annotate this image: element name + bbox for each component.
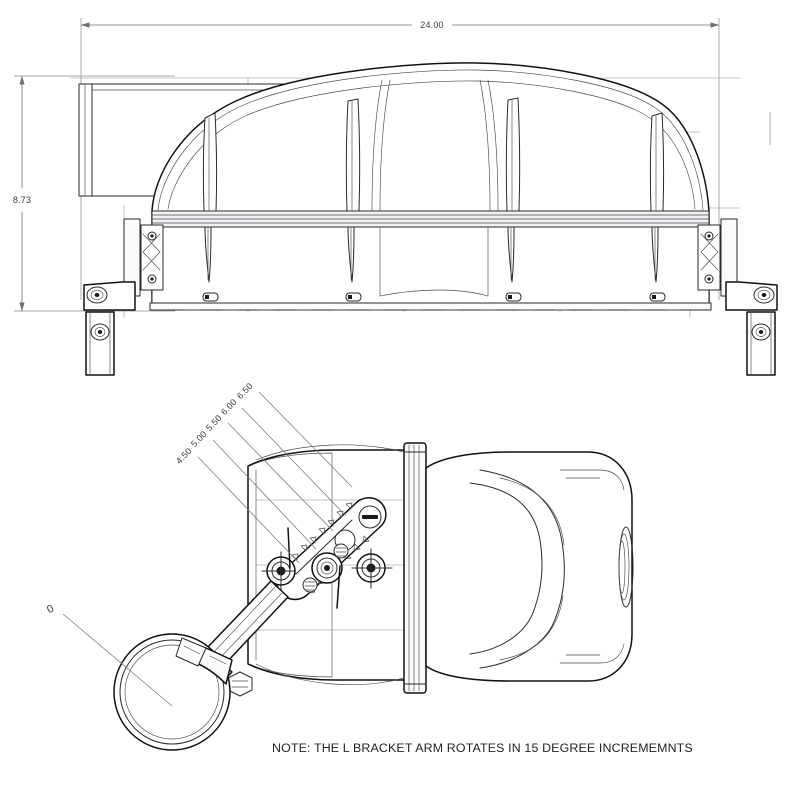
pivot-fasteners [302,543,349,593]
pivot-boss-center [311,552,343,584]
leader-600 [241,407,347,517]
bracket-pivot-detail [261,497,393,609]
front-elevation-view [70,62,778,376]
dimension-label-width: 24.00 [420,20,444,30]
side-isometric-view [113,442,634,751]
right-l-bracket-assembly [697,218,778,376]
center-rib-pair [371,79,499,212]
bottom-lip [149,302,712,311]
vertical-ribs [202,97,665,283]
housing-taper [255,444,405,685]
rib-4 [649,112,665,283]
mounting-collar [403,442,427,694]
dimension-label-height: 8.73 [13,195,31,205]
bracket-label-600: 6.00 [219,397,239,417]
bracket-label-550: 5.50 [204,413,224,433]
rib-2 [345,98,361,283]
rib-3 [505,97,521,283]
mid-structural-rail [151,210,710,228]
tank-body [425,451,634,682]
leader-450 [197,456,300,564]
drawing-note: NOTE: THE L BRACKET ARM ROTATES IN 15 DE… [272,741,693,755]
lower-body-panel [151,226,710,304]
leader-lines [62,391,353,707]
leader-550 [227,422,334,532]
leader-zero [62,613,173,707]
pivot-boss-left [261,551,296,591]
rib-1 [202,112,218,283]
leader-500 [212,439,317,550]
leader-650 [258,391,353,488]
left-l-bracket-assembly [83,218,164,376]
tube-clamp-ring [113,633,233,751]
bracket-label-650: 6.50 [235,381,255,401]
clamp-label-zero: 0 [45,603,56,616]
dimension-framework [14,18,771,312]
bracket-label-450: 4.50 [174,446,194,466]
bracket-label-500: 5.00 [189,429,209,449]
pivot-boss-right [351,548,393,589]
mounting-slots [202,292,666,302]
